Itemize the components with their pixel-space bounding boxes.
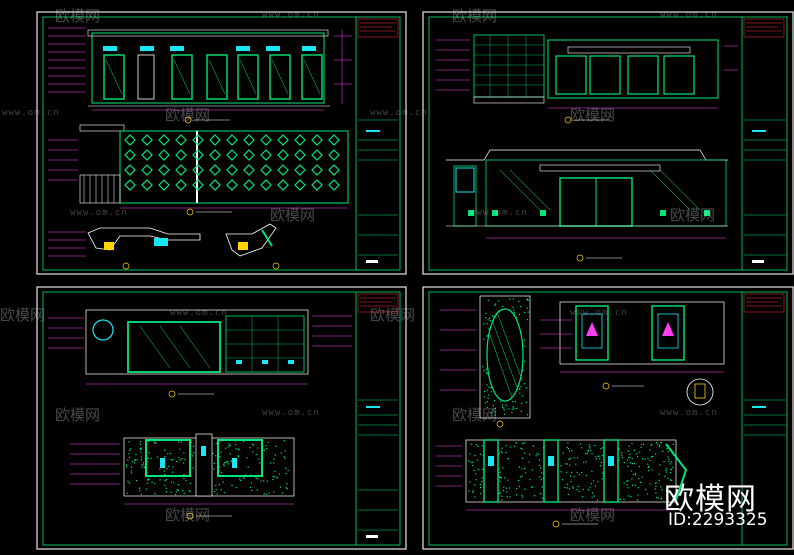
elevation-drawing [48, 124, 349, 216]
elevation-drawing [436, 439, 688, 528]
watermark-url: www.om.cn [170, 308, 228, 318]
column-elevation [440, 295, 531, 428]
watermark-brand: 欧模网 [55, 7, 101, 25]
elevation-drawing [48, 309, 352, 398]
watermark-brand: 欧模网 [452, 406, 498, 424]
elevation-drawing [446, 149, 728, 262]
title-block [743, 293, 786, 436]
watermark-url: www.om.cn [70, 208, 128, 218]
watermark-id: ID:2293325 [668, 510, 768, 530]
watermark-url: www.om.cn [2, 108, 60, 118]
watermark-brand: 欧模网 [55, 406, 101, 424]
sheet-top-left [36, 11, 407, 275]
watermark-url: www.om.cn [370, 108, 428, 118]
watermark-url: www.om.cn [262, 408, 320, 418]
title-block [357, 293, 399, 538]
sheet-bottom-left [36, 286, 407, 550]
watermark-brand: 欧模网 [0, 306, 46, 324]
watermark-brand: 欧模网 [570, 506, 616, 524]
elevation-drawing [70, 433, 295, 520]
watermark-url: www.om.cn [570, 308, 628, 318]
watermark-brand: 欧模网 [370, 306, 416, 324]
door-elevation [540, 301, 725, 406]
sheet-bottom-right [422, 286, 794, 550]
elevation-drawing [436, 34, 738, 124]
sheet-top-right [422, 11, 794, 275]
title-block [357, 18, 399, 263]
section-detail [48, 223, 280, 270]
elevation-drawing [48, 27, 352, 124]
watermark-brand: 欧模网 [452, 7, 498, 25]
watermark-url: www.om.cn [262, 10, 320, 20]
watermark-logo: 欧模网 [664, 482, 757, 517]
watermark-url: www.om.cn [660, 408, 718, 418]
watermark-brand: 欧模网 [270, 206, 316, 224]
watermark-url: www.om.cn [470, 208, 528, 218]
watermark-brand: 欧模网 [165, 106, 211, 124]
watermark-url: www.om.cn [660, 10, 718, 20]
watermark-brand: 欧模网 [570, 106, 616, 124]
watermark-brand: 欧模网 [670, 206, 716, 224]
title-block [743, 18, 786, 263]
watermark-brand: 欧模网 [165, 506, 211, 524]
